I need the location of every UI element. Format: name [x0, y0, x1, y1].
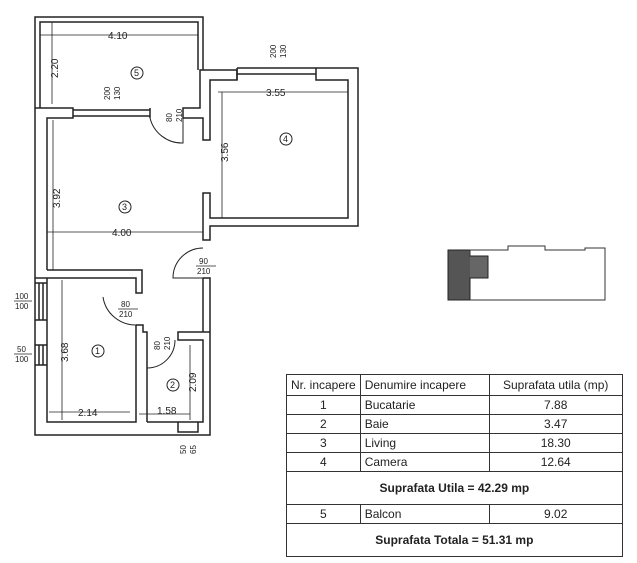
dimension-lines [40, 22, 348, 420]
balcony-window-w: 200 [103, 86, 112, 100]
bath-width-label: 1.58 [157, 406, 177, 417]
row-name: Living [359, 433, 490, 453]
kitchen-door-h: 210 [119, 310, 133, 319]
row-area: 7.88 [488, 395, 623, 415]
row-nr: 5 [286, 504, 361, 524]
table-row: 4 Camera 12.64 [286, 452, 623, 472]
room4-window-w: 200 [269, 44, 278, 58]
location-key [447, 245, 606, 301]
row-name: Baie [359, 414, 490, 434]
room-number-5: 5 [134, 68, 139, 78]
grand-total-row: Suprafata Totala = 51.31 mp [286, 523, 623, 557]
table-header: Nr. incapere Denumire incapere Suprafata… [286, 374, 623, 396]
living-width-label: 4.00 [112, 228, 132, 239]
row-nr: 4 [286, 452, 361, 472]
row-name: Bucatarie [359, 395, 490, 415]
row-nr: 1 [286, 395, 361, 415]
kitchen-depth-label: 3.68 [60, 342, 71, 362]
kitchen-width-label: 2.14 [78, 408, 98, 419]
room-number-1: 1 [95, 346, 100, 356]
table-row: 5 Balcon 9.02 [286, 504, 623, 524]
entry-door-h: 210 [197, 267, 211, 276]
area-table: Nr. incapere Denumire incapere Suprafata… [286, 374, 623, 557]
living-depth-label: 3.92 [52, 188, 63, 208]
row-nr: 2 [286, 414, 361, 434]
dimension-labels: 4.10 2.20 3.55 3.56 4.00 3.92 3.68 2.14 … [50, 31, 286, 419]
balcony-window-h: 130 [113, 86, 122, 100]
room-number-4: 4 [283, 134, 288, 144]
kitchen-window-top-w: 100 [15, 292, 29, 301]
row-area: 18.30 [488, 433, 623, 453]
room4-width-label: 3.55 [266, 88, 286, 99]
table-row: 3 Living 18.30 [286, 433, 623, 453]
balcony-door-w: 80 [165, 113, 174, 122]
room-number-2: 2 [170, 380, 175, 390]
header-nr: Nr. incapere [286, 374, 361, 396]
grand-total: Suprafata Totala = 51.31 mp [286, 523, 623, 557]
opening-labels: 200 130 200 130 80 210 90 210 80 210 80 … [14, 44, 288, 454]
kitchen-window-top-h: 100 [15, 302, 29, 311]
table-row: 1 Bucatarie 7.88 [286, 395, 623, 415]
entry-door-w: 90 [199, 257, 208, 266]
kitchen-window-bottom-h: 100 [15, 355, 29, 364]
balcony-depth-label: 2.20 [50, 58, 61, 78]
door-swings [102, 117, 204, 369]
bath-vent-w: 50 [179, 445, 188, 454]
room4-depth-label: 3.56 [220, 142, 231, 162]
row-area: 9.02 [488, 504, 623, 524]
room-numbers: 1 2 3 4 5 [91, 66, 293, 392]
table-row: 2 Baie 3.47 [286, 414, 623, 434]
room4-window-h: 130 [279, 44, 288, 58]
header-area: Suprafata utila (mp) [488, 374, 623, 396]
row-area: 3.47 [488, 414, 623, 434]
bath-door-h: 210 [163, 336, 172, 350]
balcony-door-h: 210 [175, 108, 184, 122]
row-name: Camera [359, 452, 490, 472]
row-name: Balcon [359, 504, 490, 524]
row-area: 12.64 [488, 452, 623, 472]
kitchen-door-w: 80 [121, 300, 130, 309]
bath-depth-label: 2.09 [188, 372, 199, 392]
useful-total-row: Suprafata Utila = 42.29 mp [286, 471, 623, 505]
balcony-width-label: 4.10 [108, 31, 128, 42]
bath-vent-h: 65 [189, 445, 198, 454]
row-nr: 3 [286, 433, 361, 453]
useful-total: Suprafata Utila = 42.29 mp [286, 471, 623, 505]
bath-door-w: 80 [153, 341, 162, 350]
room-number-3: 3 [122, 202, 127, 212]
header-name: Denumire incapere [359, 374, 490, 396]
walls [34, 16, 359, 436]
kitchen-window-bottom-w: 50 [17, 345, 26, 354]
